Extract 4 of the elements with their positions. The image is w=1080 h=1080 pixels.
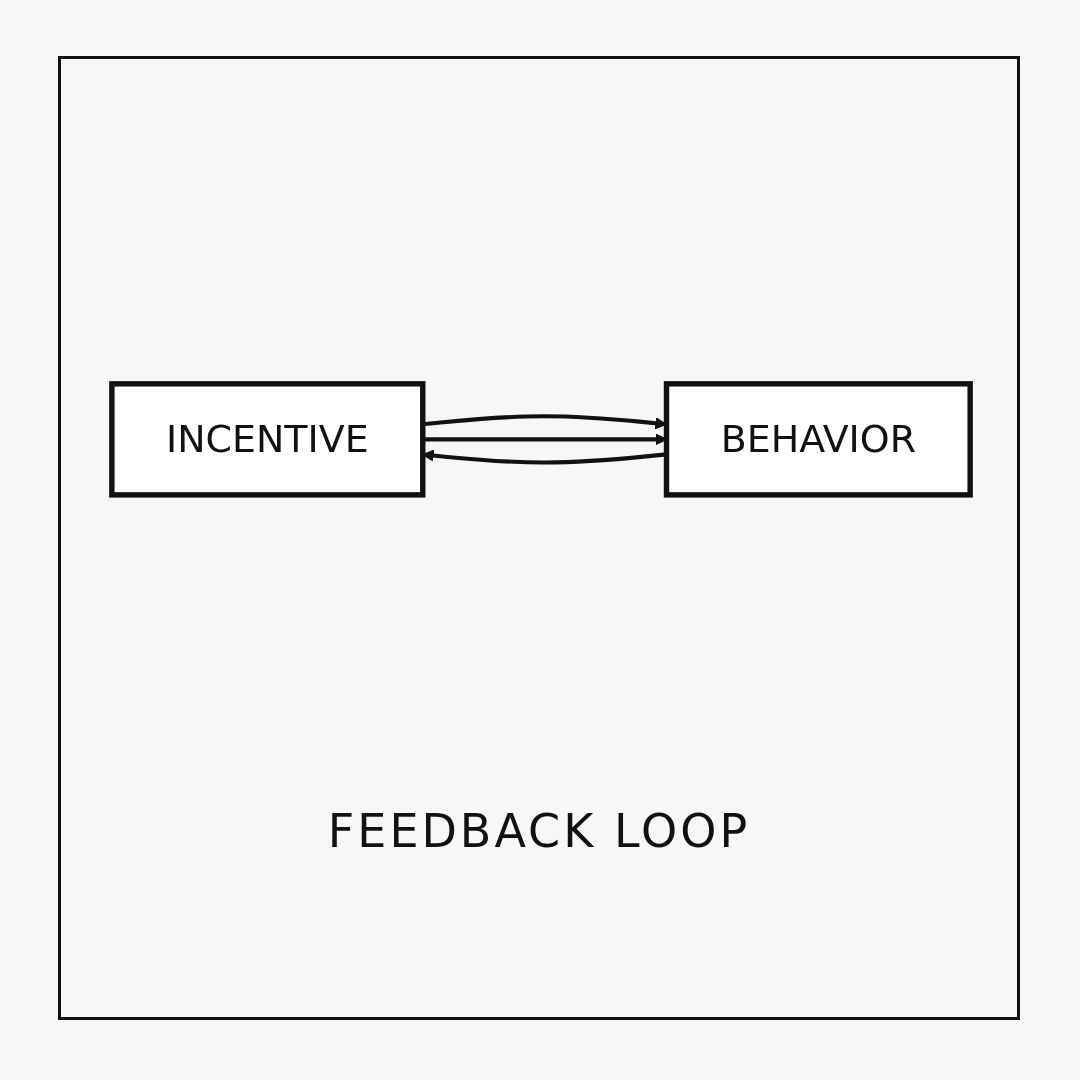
caption: FEEDBACK LOOP <box>327 804 751 858</box>
frame-border: INCENTIVE BEHAVIOR FEEDBACK LOOP <box>58 56 1020 1020</box>
node-box <box>663 380 973 498</box>
node-box <box>109 380 426 498</box>
